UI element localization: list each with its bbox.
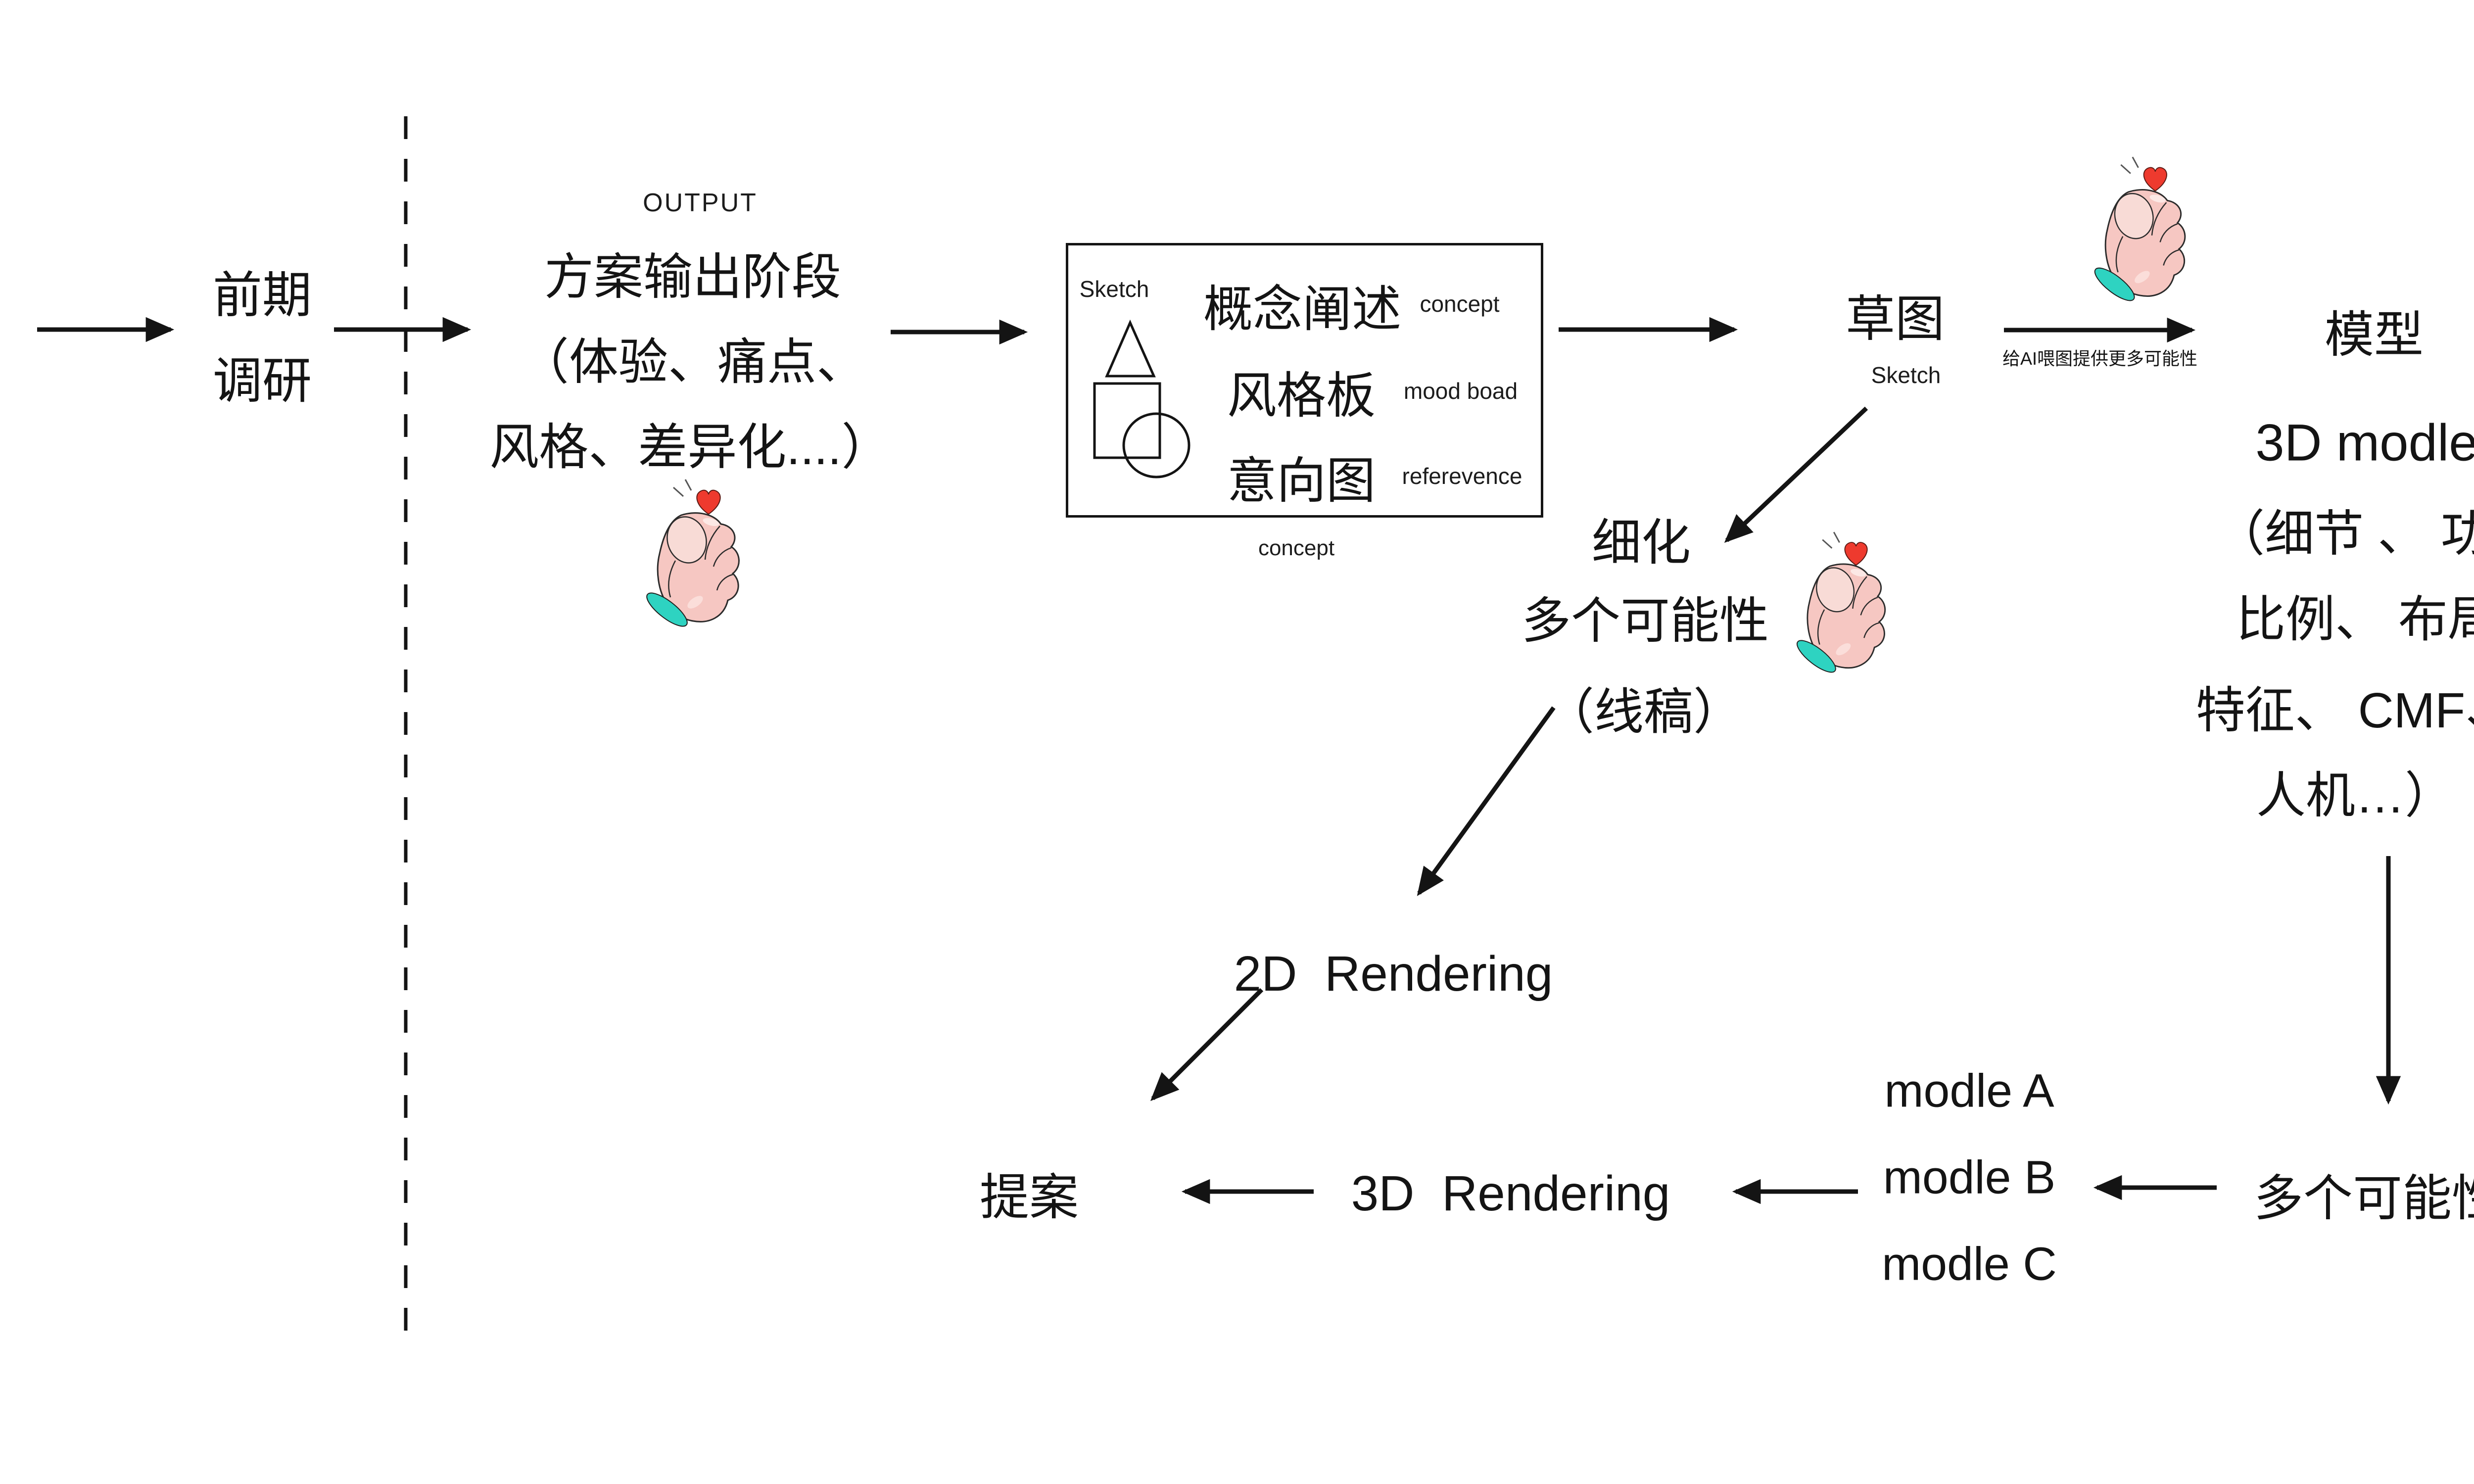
output-stage-line2: （体验、痛点、	[520, 335, 866, 390]
research-node-line2: 调研	[213, 353, 312, 409]
sketch-node-en: Sketch	[1871, 362, 1941, 388]
ellipse-sketch-shape	[1122, 412, 1190, 479]
concept-box	[1066, 243, 1543, 518]
concept-box-caption: concept	[1258, 536, 1335, 560]
model-node-line3: 比例、 布局	[2236, 592, 2474, 647]
output-tag: OUTPUT	[643, 189, 758, 217]
arrow-refine-to-2d-rendering	[1417, 706, 1556, 896]
model-option-b: modle B	[1883, 1151, 2056, 1204]
concept-box-sketch-label: Sketch	[1079, 276, 1149, 302]
concept-box-item1-cn: 概念阐述	[1203, 282, 1401, 337]
arrow-sketch-to-refine	[1724, 406, 1868, 543]
finger-heart-hand-icon-refine	[1792, 531, 1886, 678]
refine-node-line2: 多个可能性	[1522, 593, 1769, 649]
research-node-line1: 前期	[213, 268, 312, 323]
refine-node-line3: （线稿）	[1545, 684, 1743, 740]
sketch-node-cn: 草图	[1846, 291, 1945, 347]
concept-box-item2-cn: 风格板	[1227, 368, 1376, 424]
model-node-line5: 人机…）	[2256, 768, 2454, 823]
model-option-a: modle A	[1884, 1064, 2054, 1117]
possibilities-node: 多个可能性	[2254, 1171, 2474, 1226]
model-node-line2: （细节 、 功能	[2215, 506, 2474, 562]
finger-heart-hand-icon-output-stage	[641, 479, 740, 632]
2d-rendering-node: 2D Rendering	[1234, 946, 1553, 1002]
concept-box-item2-en: mood boad	[1403, 378, 1518, 404]
model-node-title: 模型	[2325, 307, 2424, 363]
ai-feed-note: 给AI喂图提供更多可能性	[2002, 348, 2198, 369]
concept-box-item3-cn: 意向图	[1227, 453, 1376, 509]
proposal-node: 提案	[980, 1170, 1079, 1225]
finger-heart-hand-icon-sketch-to-model	[2090, 156, 2186, 307]
triangle-sketch-shape	[1105, 319, 1156, 378]
model-node-line1: 3D modle	[2255, 414, 2474, 472]
model-node-line4: 特征、 CMF、	[2195, 683, 2474, 738]
arrow-2d-rendering-to-proposal	[1150, 988, 1264, 1101]
concept-box-item1-en: concept	[1420, 291, 1500, 317]
model-option-c: modle C	[1882, 1238, 2057, 1291]
output-stage-line3: 风格、差异化....）	[489, 420, 891, 475]
concept-box-item3-en: referevence	[1402, 463, 1522, 489]
output-stage-title: 方案输出阶段	[544, 249, 841, 305]
refine-node-line1: 细化	[1592, 515, 1691, 571]
3d-rendering-node: 3D Rendering	[1351, 1166, 1670, 1221]
